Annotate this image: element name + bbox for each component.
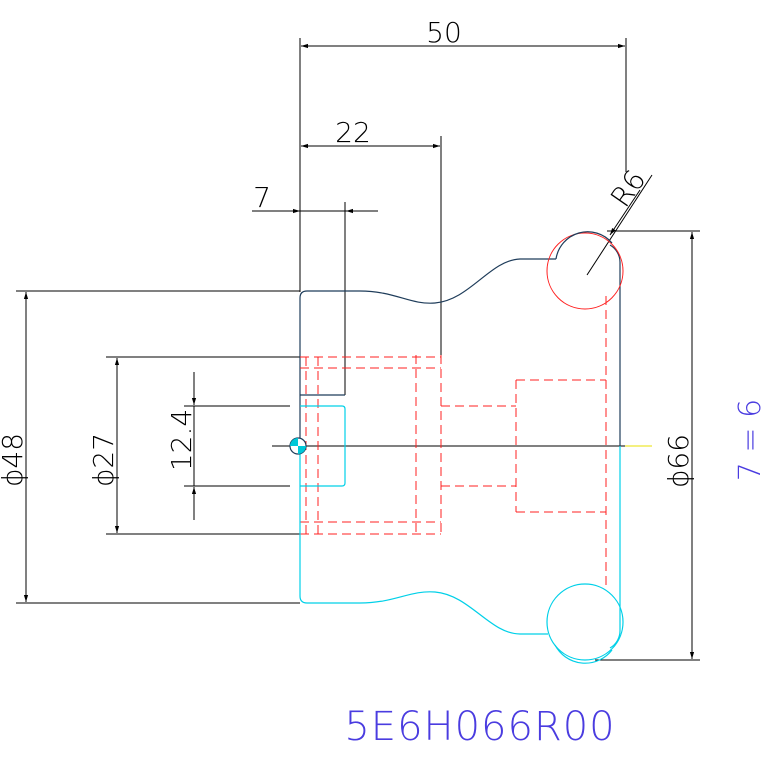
side-note: 7 = 6: [733, 399, 767, 481]
dim-50: 50: [426, 16, 462, 49]
dim-22: 22: [335, 116, 371, 149]
part-outline-upper: [299, 244, 621, 446]
part-outline-lower: [299, 405, 624, 664]
dim-phi48: ϕ48: [0, 433, 29, 487]
dim-7: 7: [253, 181, 271, 214]
dim-12-4: 12.4: [165, 409, 198, 471]
hidden-lines: [300, 296, 607, 590]
dim-phi66: ϕ66: [662, 434, 695, 488]
dim-phi27: ϕ27: [87, 433, 120, 487]
dim-r6: R6: [604, 164, 652, 213]
part-code: 5E6H066R00: [344, 704, 615, 750]
dimension-lines: [16, 38, 700, 661]
fillet-circle-upper: [546, 232, 624, 310]
origin-marker: [289, 437, 307, 455]
